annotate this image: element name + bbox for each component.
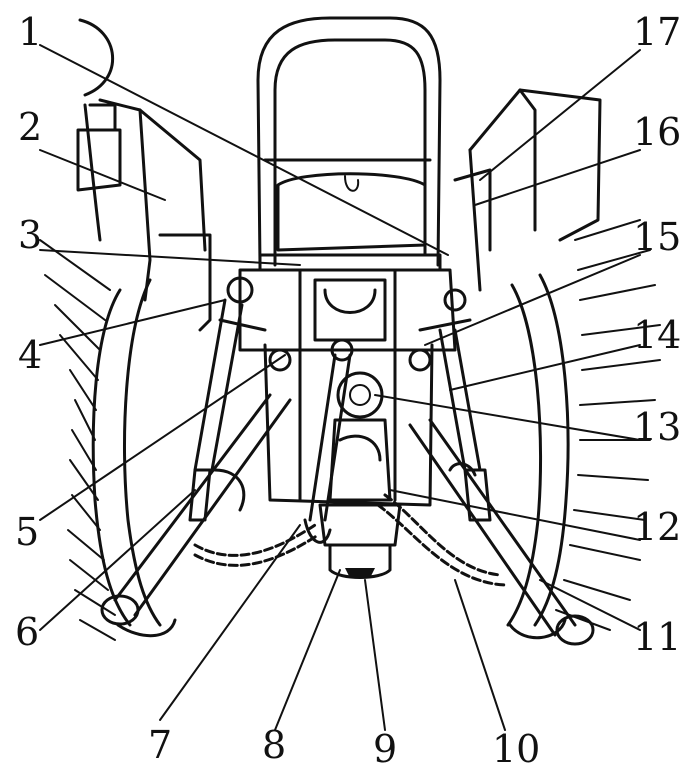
leader-line-9: [364, 579, 386, 731]
callout-12: 12: [633, 505, 681, 549]
callout-14: 14: [633, 313, 681, 357]
right-lower-link: [408, 328, 595, 646]
leader-line-8: [274, 569, 341, 731]
callout-5: 5: [15, 510, 39, 554]
leader-lines: [39, 44, 641, 731]
leader-line-15: [424, 254, 641, 346]
left-lower-link: [100, 298, 292, 626]
leader-line-14: [449, 344, 641, 391]
leader-line-17: [479, 49, 641, 181]
callout-8: 8: [262, 723, 286, 767]
right-fender: [453, 88, 602, 292]
callout-13: 13: [633, 405, 681, 449]
leader-line-10: [454, 579, 506, 731]
callout-15: 15: [633, 215, 681, 259]
callout-3: 3: [18, 213, 42, 257]
callout-7: 7: [148, 723, 172, 767]
left-rear-wheel: [39, 239, 177, 641]
callout-9: 9: [373, 727, 397, 769]
left-fender: [76, 18, 212, 332]
leader-line-2: [39, 149, 166, 201]
callout-6: 6: [15, 610, 39, 654]
callout-11: 11: [633, 615, 681, 659]
callout-labels: 1 2 3 4 5 6 7 8 9 10 11 12 13 14 15 16 1…: [15, 10, 681, 769]
leader-line-7: [159, 524, 301, 721]
leader-line-4: [39, 299, 226, 346]
left-check-chain: [193, 523, 320, 567]
callout-17: 17: [633, 10, 681, 54]
callout-4: 4: [18, 333, 42, 377]
right-check-chain: [376, 493, 507, 587]
leader-line-6: [39, 489, 196, 631]
leader-line-5: [39, 354, 286, 521]
leader-line-12: [389, 489, 641, 541]
leader-line-13: [374, 394, 641, 441]
leader-line-11: [539, 579, 641, 631]
rear-housing: [218, 268, 472, 507]
leader-line-1: [39, 44, 449, 256]
callout-2: 2: [18, 105, 42, 149]
rollover-frame: [256, 16, 442, 272]
callout-16: 16: [633, 110, 681, 154]
drawbar: [318, 503, 402, 579]
callout-10: 10: [492, 727, 540, 769]
leader-line-16: [474, 149, 641, 206]
top-link: [303, 338, 354, 544]
leader-line-3: [39, 249, 301, 266]
callout-1: 1: [18, 10, 42, 54]
